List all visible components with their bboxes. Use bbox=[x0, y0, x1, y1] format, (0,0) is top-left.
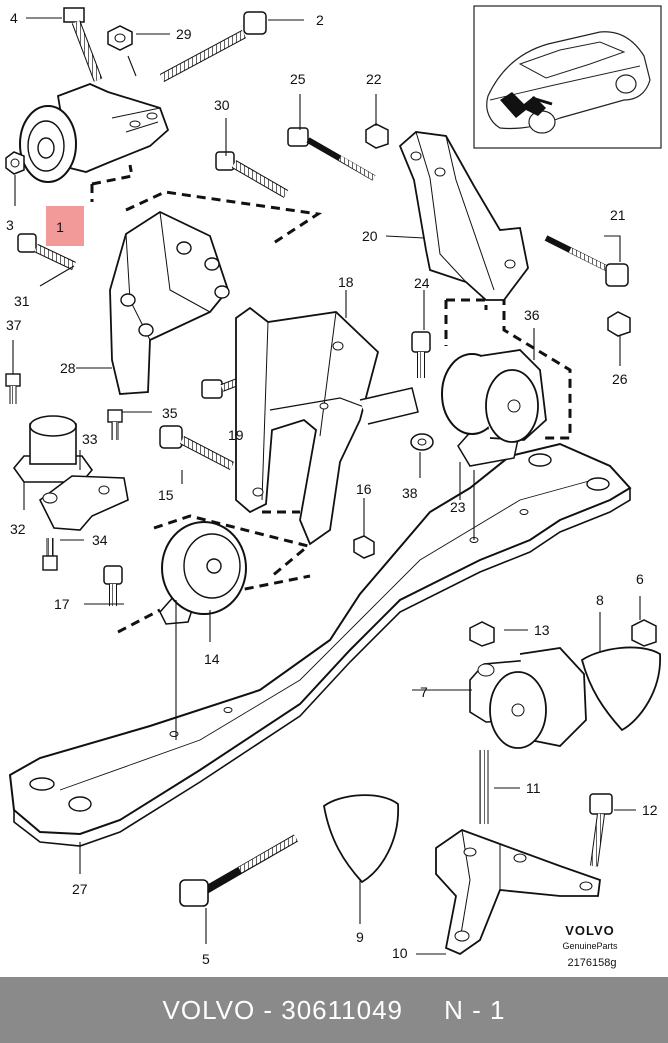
callout-8: 8 bbox=[596, 592, 604, 608]
nut-26 bbox=[607, 311, 631, 337]
volvo-logo: VOLVO bbox=[565, 923, 615, 938]
shield-9 bbox=[323, 794, 399, 884]
callout-14: 14 bbox=[204, 651, 220, 667]
bolt-30 bbox=[215, 151, 289, 198]
bolt-25 bbox=[287, 127, 376, 181]
mount-32 bbox=[12, 415, 94, 483]
footer-text: VOLVO - 30611049 N - 1 bbox=[162, 994, 506, 1025]
callout-28: 28 bbox=[60, 360, 76, 376]
callout-17: 17 bbox=[54, 596, 70, 612]
callout-9: 9 bbox=[356, 929, 364, 945]
nut-22 bbox=[365, 123, 389, 149]
bolt-37 bbox=[5, 373, 21, 404]
callout-21: 21 bbox=[610, 207, 626, 223]
callout-36: 36 bbox=[524, 307, 540, 323]
callout-10: 10 bbox=[392, 945, 408, 961]
callout-1: 1 bbox=[56, 219, 64, 235]
callout-33: 33 bbox=[82, 431, 98, 447]
callout-23: 23 bbox=[450, 499, 466, 515]
nut-3 bbox=[5, 151, 25, 175]
bolt-4 bbox=[63, 7, 103, 82]
highlight-part-1 bbox=[46, 206, 84, 246]
bolt-24 bbox=[411, 331, 431, 378]
engine-mount-upper bbox=[19, 83, 170, 183]
callout-13: 13 bbox=[534, 622, 550, 638]
callout-11: 11 bbox=[526, 780, 541, 796]
bolt-31 bbox=[17, 233, 76, 271]
callout-3: 3 bbox=[6, 217, 14, 233]
nut-16 bbox=[353, 535, 375, 559]
bolt-34 bbox=[42, 538, 58, 571]
assembly-guide-lines bbox=[90, 164, 572, 634]
callout-37: 37 bbox=[6, 317, 22, 333]
nut-6 bbox=[631, 619, 657, 647]
bolt-5 bbox=[179, 834, 299, 907]
bolt-21 bbox=[544, 235, 629, 287]
bolt-12 bbox=[589, 793, 613, 867]
part-number-footer: VOLVO - 30611049 N - 1 bbox=[0, 977, 668, 1043]
vehicle-location-inset bbox=[473, 5, 662, 149]
nut-29 bbox=[107, 25, 133, 51]
callout-16: 16 bbox=[356, 481, 372, 497]
callout-29: 29 bbox=[176, 26, 192, 42]
callout-34: 34 bbox=[92, 532, 108, 548]
crossmember bbox=[8, 442, 632, 847]
callout-19: 19 bbox=[228, 427, 244, 443]
bolt-15 bbox=[159, 425, 235, 470]
shield-8 bbox=[580, 646, 661, 732]
bracket-33 bbox=[38, 475, 129, 531]
callout-31: 31 bbox=[14, 293, 30, 309]
callout-6: 6 bbox=[636, 571, 644, 587]
brand-block: VOLVO GenuineParts 2176158g bbox=[562, 923, 618, 969]
callout-12: 12 bbox=[642, 802, 658, 818]
genuine-parts-label: GenuineParts bbox=[562, 941, 618, 951]
nut-13 bbox=[469, 621, 495, 647]
callout-labels: 1 2 3 4 5 6 7 8 9 10 11 12 13 14 15 16 1… bbox=[6, 10, 658, 967]
bracket-20 bbox=[398, 131, 529, 301]
bolt-17 bbox=[103, 565, 123, 606]
callout-24: 24 bbox=[414, 275, 430, 291]
mount-7 bbox=[469, 647, 587, 749]
washer-38 bbox=[410, 433, 434, 451]
callout-7: 7 bbox=[420, 684, 428, 700]
bracket-18 bbox=[235, 306, 419, 546]
callout-18: 18 bbox=[338, 274, 354, 290]
mount-14 bbox=[159, 521, 247, 625]
callout-35: 35 bbox=[162, 405, 178, 421]
callout-26: 26 bbox=[612, 371, 628, 387]
callout-5: 5 bbox=[202, 951, 210, 967]
bolt-2 bbox=[159, 11, 267, 82]
exploded-view-drawing: 1 2 3 4 5 6 7 8 9 10 11 12 13 14 15 16 1… bbox=[5, 5, 662, 969]
callout-38: 38 bbox=[402, 485, 418, 501]
callout-32: 32 bbox=[10, 521, 26, 537]
callout-4: 4 bbox=[10, 10, 18, 26]
bracket-28 bbox=[109, 210, 230, 395]
callout-20: 20 bbox=[362, 228, 378, 244]
bolt-35 bbox=[107, 409, 123, 440]
mount-23 bbox=[441, 349, 547, 467]
callout-22: 22 bbox=[366, 71, 382, 87]
callout-25: 25 bbox=[290, 71, 306, 87]
drawing-number: 2176158g bbox=[568, 957, 617, 969]
callout-30: 30 bbox=[214, 97, 230, 113]
bracket-10 bbox=[435, 828, 601, 956]
callout-2: 2 bbox=[316, 12, 324, 28]
callout-15: 15 bbox=[158, 487, 174, 503]
callout-27: 27 bbox=[72, 881, 88, 897]
leader-lines bbox=[12, 17, 641, 955]
